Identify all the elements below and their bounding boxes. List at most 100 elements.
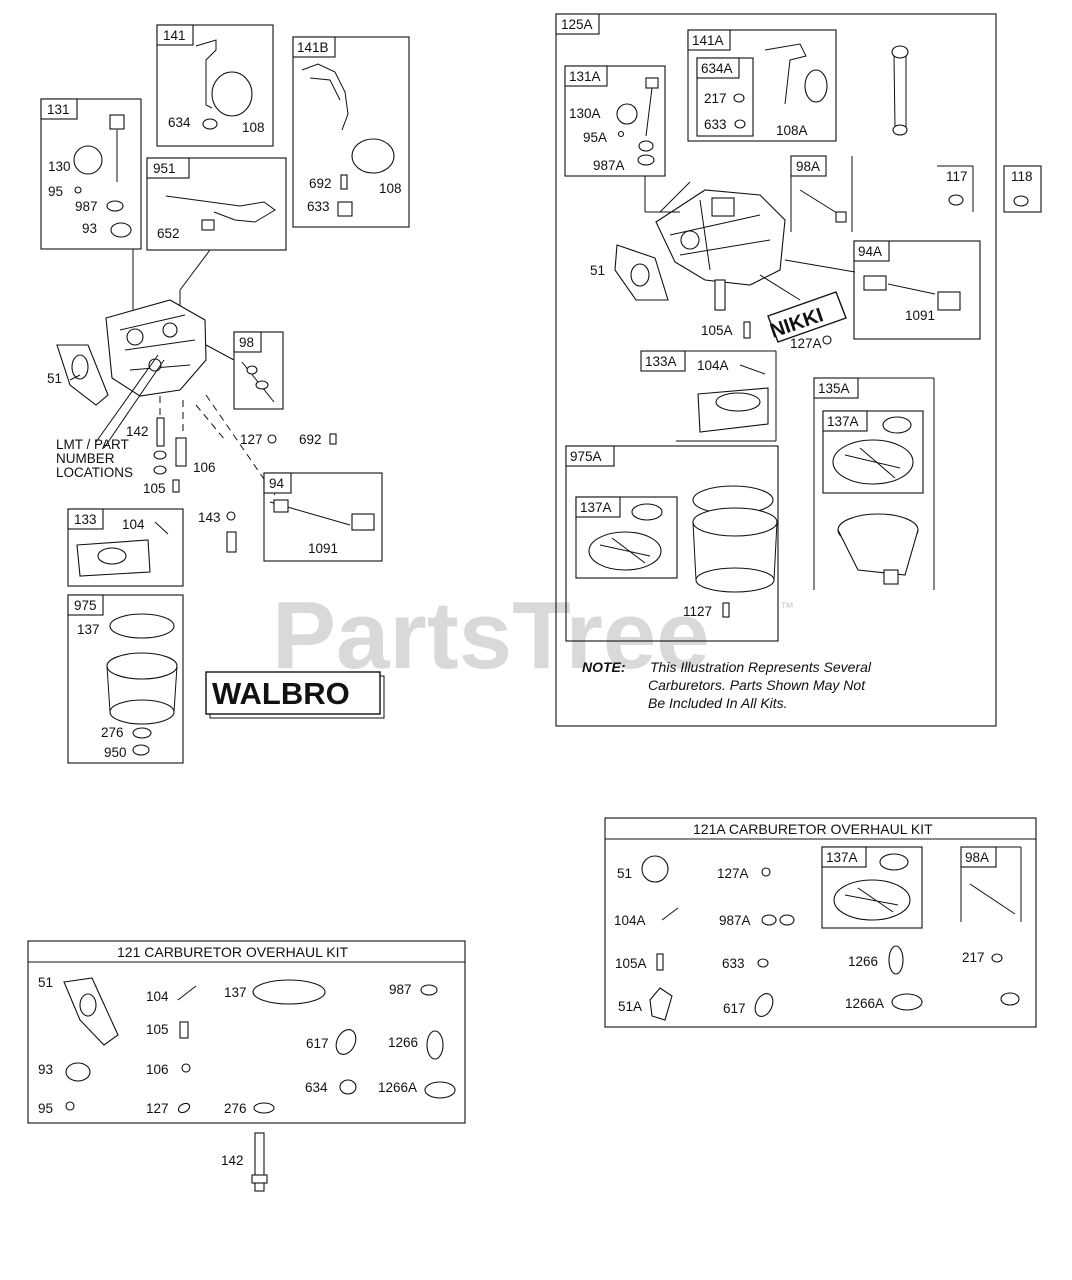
svg-text:108: 108 bbox=[242, 120, 265, 135]
svg-text:105: 105 bbox=[146, 1022, 169, 1037]
svg-text:142: 142 bbox=[126, 424, 149, 439]
group-94: 94 1091 bbox=[263, 472, 383, 562]
kit-121-title: 121 CARBURETOR OVERHAUL KIT bbox=[117, 944, 349, 960]
svg-text:125A: 125A bbox=[561, 17, 593, 32]
svg-text:633: 633 bbox=[722, 956, 745, 971]
svg-text:98A: 98A bbox=[965, 850, 989, 865]
group-141b: 141B 692 108 633 bbox=[292, 36, 410, 228]
svg-text:108A: 108A bbox=[776, 123, 808, 138]
svg-text:634: 634 bbox=[305, 1080, 328, 1095]
svg-text:1266: 1266 bbox=[848, 954, 878, 969]
watermark: PartsTree bbox=[272, 582, 710, 689]
svg-text:95: 95 bbox=[48, 184, 63, 199]
walbro-carburetor-body bbox=[56, 299, 207, 406]
svg-text:141B: 141B bbox=[297, 40, 329, 55]
svg-text:127A: 127A bbox=[790, 336, 822, 351]
svg-text:WALBRO: WALBRO bbox=[212, 676, 350, 711]
svg-text:93: 93 bbox=[38, 1062, 53, 1077]
svg-text:108: 108 bbox=[379, 181, 402, 196]
svg-text:141A: 141A bbox=[692, 33, 724, 48]
svg-text:127: 127 bbox=[240, 432, 263, 447]
svg-text:104A: 104A bbox=[614, 913, 646, 928]
group-951: 951 652 bbox=[146, 157, 287, 251]
svg-text:98A: 98A bbox=[796, 159, 820, 174]
svg-text:104: 104 bbox=[122, 517, 145, 532]
svg-text:1266: 1266 bbox=[388, 1035, 418, 1050]
svg-text:51: 51 bbox=[617, 866, 632, 881]
svg-text:133: 133 bbox=[74, 512, 97, 527]
svg-text:127: 127 bbox=[146, 1101, 169, 1116]
svg-text:51A: 51A bbox=[618, 999, 642, 1014]
svg-text:142: 142 bbox=[221, 1153, 244, 1168]
svg-text:1091: 1091 bbox=[905, 308, 935, 323]
group-975a: 975A 137A 1127 bbox=[565, 445, 779, 642]
svg-text:276: 276 bbox=[101, 725, 124, 740]
group-141: 141 634 108 bbox=[156, 24, 274, 147]
svg-text:104: 104 bbox=[146, 989, 169, 1004]
svg-text:51: 51 bbox=[590, 263, 605, 278]
group-117: 117 bbox=[937, 165, 974, 212]
svg-text:633: 633 bbox=[704, 117, 727, 132]
svg-text:951: 951 bbox=[153, 161, 176, 176]
svg-text:131: 131 bbox=[47, 102, 70, 117]
group-94a: 94A 1091 bbox=[853, 240, 981, 340]
svg-text:137: 137 bbox=[77, 622, 100, 637]
svg-text:127A: 127A bbox=[717, 866, 749, 881]
svg-text:975: 975 bbox=[74, 598, 97, 613]
svg-text:106: 106 bbox=[146, 1062, 169, 1077]
svg-text:1266A: 1266A bbox=[378, 1080, 417, 1095]
group-975: 975 137 276 950 bbox=[67, 594, 184, 764]
svg-text:1127: 1127 bbox=[683, 604, 712, 619]
svg-text:276: 276 bbox=[224, 1101, 247, 1116]
svg-text:NOTE:: NOTE: bbox=[582, 659, 626, 675]
nikki-carburetor-body bbox=[614, 189, 786, 311]
svg-text:987A: 987A bbox=[719, 913, 751, 928]
svg-text:104A: 104A bbox=[697, 358, 729, 373]
lmt-callout-line3: LOCATIONS bbox=[56, 465, 133, 480]
kit-121a-title: 121A CARBURETOR OVERHAUL KIT bbox=[693, 821, 933, 837]
group-98a: 98A bbox=[790, 155, 853, 232]
svg-text:94: 94 bbox=[269, 476, 285, 491]
svg-text:987A: 987A bbox=[593, 158, 625, 173]
svg-text:117: 117 bbox=[946, 169, 968, 184]
lmt-callout-line2: NUMBER bbox=[56, 451, 115, 466]
svg-text:106: 106 bbox=[193, 460, 216, 475]
group-118: 118 bbox=[1003, 165, 1042, 213]
lmt-callout-line1: LMT / PART bbox=[56, 437, 129, 452]
group-131: 131 130 95 987 93 bbox=[40, 98, 142, 250]
walbro-brand-label: WALBRO bbox=[205, 671, 385, 719]
svg-text:This Illustration Represents S: This Illustration Represents Several bbox=[650, 659, 872, 675]
svg-text:692: 692 bbox=[309, 176, 332, 191]
svg-text:633: 633 bbox=[307, 199, 330, 214]
note-text: NOTE: This Illustration Represents Sever… bbox=[582, 659, 872, 711]
svg-text:95: 95 bbox=[38, 1101, 53, 1116]
svg-text:98: 98 bbox=[239, 335, 254, 350]
svg-text:1091: 1091 bbox=[308, 541, 338, 556]
svg-text:217: 217 bbox=[704, 91, 727, 106]
svg-text:143: 143 bbox=[198, 510, 221, 525]
svg-text:141: 141 bbox=[163, 28, 186, 43]
svg-text:130A: 130A bbox=[569, 106, 601, 121]
svg-text:975A: 975A bbox=[570, 449, 602, 464]
svg-text:987: 987 bbox=[389, 982, 412, 997]
svg-text:133A: 133A bbox=[645, 354, 677, 369]
svg-text:137A: 137A bbox=[827, 414, 859, 429]
group-133a: 133A 104A bbox=[640, 350, 777, 442]
svg-text:95A: 95A bbox=[583, 130, 607, 145]
group-131a: 131A 130A 95A 987A bbox=[564, 65, 666, 177]
svg-text:135A: 135A bbox=[818, 381, 850, 396]
svg-text:137A: 137A bbox=[580, 500, 612, 515]
svg-text:634: 634 bbox=[168, 115, 191, 130]
group-98: 98 bbox=[233, 331, 284, 410]
svg-text:217: 217 bbox=[962, 950, 985, 965]
svg-text:93: 93 bbox=[82, 221, 97, 236]
svg-text:105A: 105A bbox=[701, 323, 733, 338]
svg-text:105A: 105A bbox=[615, 956, 647, 971]
svg-text:987: 987 bbox=[75, 199, 98, 214]
group-135a: 135A 137A bbox=[813, 377, 935, 590]
long-bolt bbox=[891, 45, 909, 136]
svg-text:51: 51 bbox=[47, 371, 62, 386]
svg-text:1266A: 1266A bbox=[845, 996, 884, 1011]
svg-text:950: 950 bbox=[104, 745, 127, 760]
svg-text:51: 51 bbox=[38, 975, 53, 990]
